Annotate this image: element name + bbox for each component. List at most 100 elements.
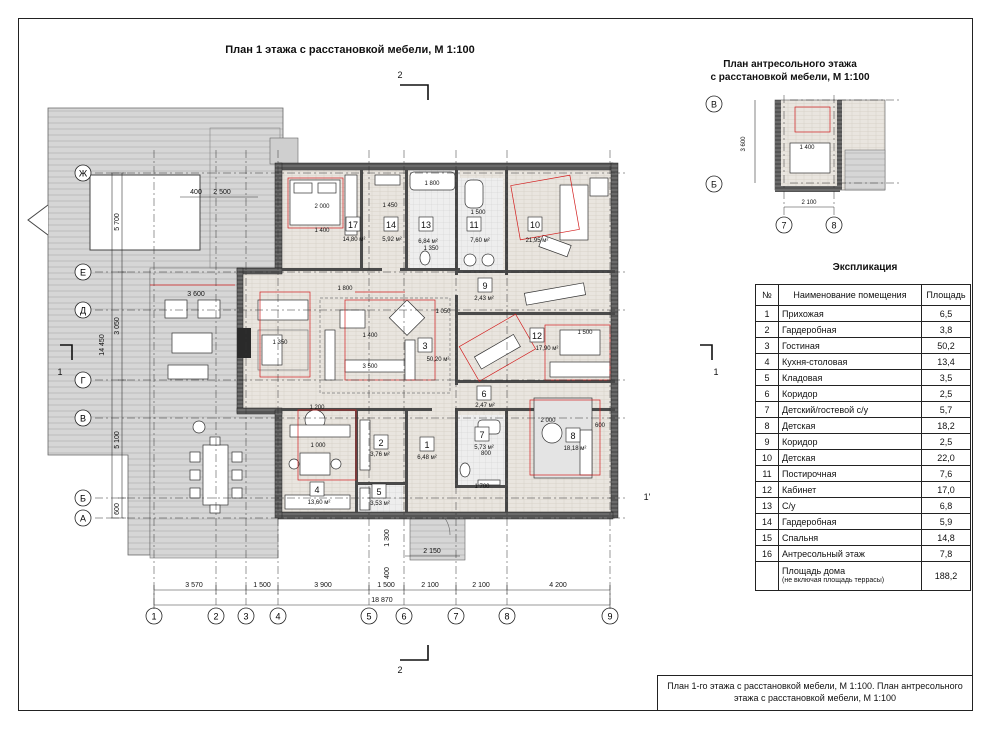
dimension-total: 18 870 (371, 597, 393, 604)
furniture-dimension: 3 500 (362, 364, 378, 370)
furniture-dimension: 1 450 (382, 203, 398, 209)
column-axis-label: 8 (504, 612, 509, 622)
furniture-dimension: 2 000 (540, 418, 556, 424)
room-name-cell: Кухня-столовая (778, 353, 922, 370)
room-area-cell: 13,4 (921, 353, 971, 370)
mezzanine-title-line2: с расстановкой мебели, М 1:100 (710, 72, 870, 83)
row-axis-label: Д (80, 306, 86, 316)
room-number: 17 (348, 220, 358, 230)
room-name-cell: Гардеробная (778, 321, 922, 338)
room-area-cell: 17,0 (921, 481, 971, 498)
room-area-cell: 50,2 (921, 337, 971, 354)
mezzanine-bed-icon (789, 142, 831, 174)
room-name-cell: Гостиная (778, 337, 922, 354)
room-number: 13 (421, 220, 431, 230)
room-number: 12 (532, 331, 542, 341)
furniture-dimension: 1 500 (577, 330, 593, 336)
room-area-cell: 5,7 (921, 401, 971, 418)
room-area: 14,80 м² (343, 237, 366, 243)
column-axis-label: 4 (275, 612, 280, 622)
dimension-value: 3 050 (114, 317, 121, 335)
washer-icon (463, 253, 477, 267)
drawing-sheet-frame (18, 18, 973, 711)
furniture-dimension: 1 200 (309, 405, 325, 411)
column-axis-label: 6 (401, 612, 406, 622)
room-number: 7 (479, 430, 484, 440)
room-area: 6,48 м² (417, 455, 436, 461)
furniture-dimension: 1 350 (272, 340, 288, 346)
column-axis-label: 7 (453, 612, 458, 622)
dimension-value: 600 (114, 503, 121, 515)
furniture (164, 171, 611, 514)
furniture-dimension: 1 400 (362, 333, 378, 339)
dining-table-icon (299, 452, 331, 476)
row-axis-label: Е (80, 268, 86, 278)
total-area-label: Площадь дома (782, 566, 846, 576)
room-number-cell: 9 (755, 433, 779, 450)
mezzanine-axis-bubbles (705, 95, 843, 234)
grid-axes (95, 150, 625, 605)
terrace-table-icon (202, 444, 229, 506)
dimension-value: 3 900 (314, 582, 332, 589)
room-area-cell: 22,0 (921, 449, 971, 466)
column-axis-label: 5 (366, 612, 371, 622)
room-number-cell: 13 (755, 497, 779, 514)
room-area: 13,60 м² (308, 500, 331, 506)
total-area-value: 188,2 (921, 561, 971, 591)
furniture-dimension: 2 000 (314, 204, 330, 210)
room-area: 2,47 м² (475, 403, 494, 409)
dimension-value: 2 100 (421, 582, 439, 589)
room-area: 2,43 м² (474, 296, 493, 302)
furniture-dimension: 600 (595, 423, 606, 429)
room-number: 3 (422, 341, 427, 351)
room-number: 1 (424, 440, 429, 450)
row-axis-label: Г (81, 376, 86, 386)
dimension-value: 3 600 (187, 291, 205, 298)
room-number-cell: 5 (755, 369, 779, 386)
dimension-value: 3 570 (185, 582, 203, 589)
total-label-cell: Площадь дома (не включая площадь террасы… (778, 561, 922, 591)
room-number-cell: 2 (755, 321, 779, 338)
section-mark-label: 2 (397, 665, 402, 675)
room-number-cell: 10 (755, 449, 779, 466)
room-number-cell: 16 (755, 545, 779, 562)
room-name-cell: Коридор (778, 385, 922, 402)
stamp-line2: этажа с расстановкой мебели, М 1:100 (734, 693, 896, 703)
room-area: 7,60 м² (470, 238, 489, 244)
room-name-cell: Антресольный этаж (778, 545, 922, 562)
furniture-dimension: 800 (481, 451, 492, 457)
armchair-icon (388, 299, 426, 336)
room-area: 3,76 м² (370, 452, 389, 458)
explication-title: Экспликация (832, 262, 898, 273)
fireplace-icon (237, 328, 251, 358)
explication-header-row: № Наименование помещения Площадь (755, 284, 971, 306)
room-number-cell: 8 (755, 417, 779, 434)
toilet-icon (419, 250, 431, 266)
column-axis-label: 2 (213, 612, 218, 622)
furniture-dimension: 1 400 (799, 145, 815, 151)
interior-walls (282, 170, 615, 512)
furniture-dimension: 1 800 (337, 286, 353, 292)
shower-icon (464, 179, 484, 209)
room-name-cell: Коридор (778, 433, 922, 450)
room-name-cell: С/у (778, 497, 922, 514)
column-axis-label: 3 (243, 612, 248, 622)
room-number-cell: 3 (755, 337, 779, 354)
room-area-cell: 5,9 (921, 513, 971, 530)
furniture-dimension: 1 500 (470, 210, 486, 216)
room-number: 14 (386, 220, 396, 230)
room-area-cell: 7,8 (921, 545, 971, 562)
single-bed-icon (559, 184, 589, 241)
room-number-cell: 14 (755, 513, 779, 530)
room-area: 17,90 м² (536, 346, 559, 352)
furniture-dimension: 1 700 (474, 484, 490, 490)
